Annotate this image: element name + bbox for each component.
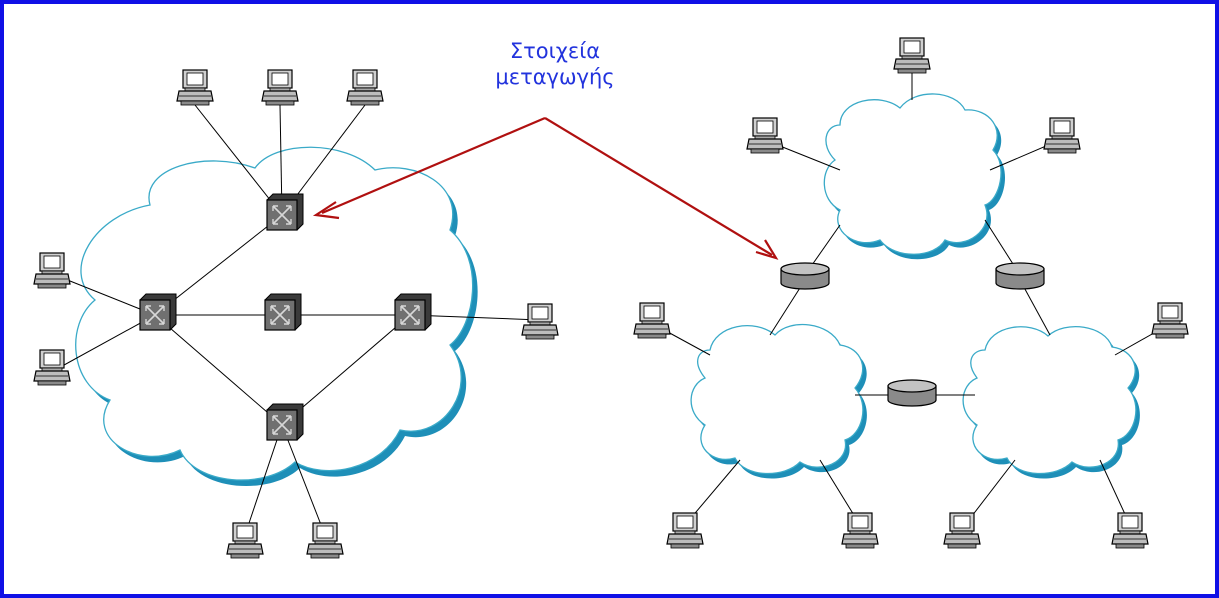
switch-icon xyxy=(139,293,177,331)
computer-icon xyxy=(841,512,879,549)
cloud-icon xyxy=(690,323,864,475)
computer-icon xyxy=(943,512,981,549)
switch-icon xyxy=(266,403,304,441)
label-line-1: Στοιχεία xyxy=(509,39,601,63)
cloud-icon xyxy=(962,325,1137,475)
switching-elements-label: Στοιχεία μεταγωγής xyxy=(470,38,640,90)
switch-icon xyxy=(266,193,304,231)
computer-icon xyxy=(633,302,671,339)
computer-icon xyxy=(346,69,384,106)
computer-icon xyxy=(1151,302,1189,339)
computer-icon xyxy=(521,303,559,340)
router-icon xyxy=(780,262,830,290)
computer-icon xyxy=(746,117,784,154)
computer-icon xyxy=(1043,117,1081,154)
computer-icon xyxy=(33,349,71,386)
computer-icon xyxy=(226,522,264,559)
router-icon xyxy=(995,262,1045,290)
switch-icon xyxy=(394,293,432,331)
computer-icon xyxy=(666,512,704,549)
arrow-icon xyxy=(312,116,779,260)
computer-icon xyxy=(176,69,214,106)
switch-icon xyxy=(264,293,302,331)
label-line-2: μεταγωγής xyxy=(495,65,615,89)
computer-icon xyxy=(306,522,344,559)
router-icon xyxy=(887,379,937,407)
computer-icon xyxy=(1111,512,1149,549)
computer-icon xyxy=(261,69,299,106)
cloud-icon xyxy=(823,93,1002,255)
computer-icon xyxy=(33,252,71,289)
computer-icon xyxy=(893,37,931,74)
